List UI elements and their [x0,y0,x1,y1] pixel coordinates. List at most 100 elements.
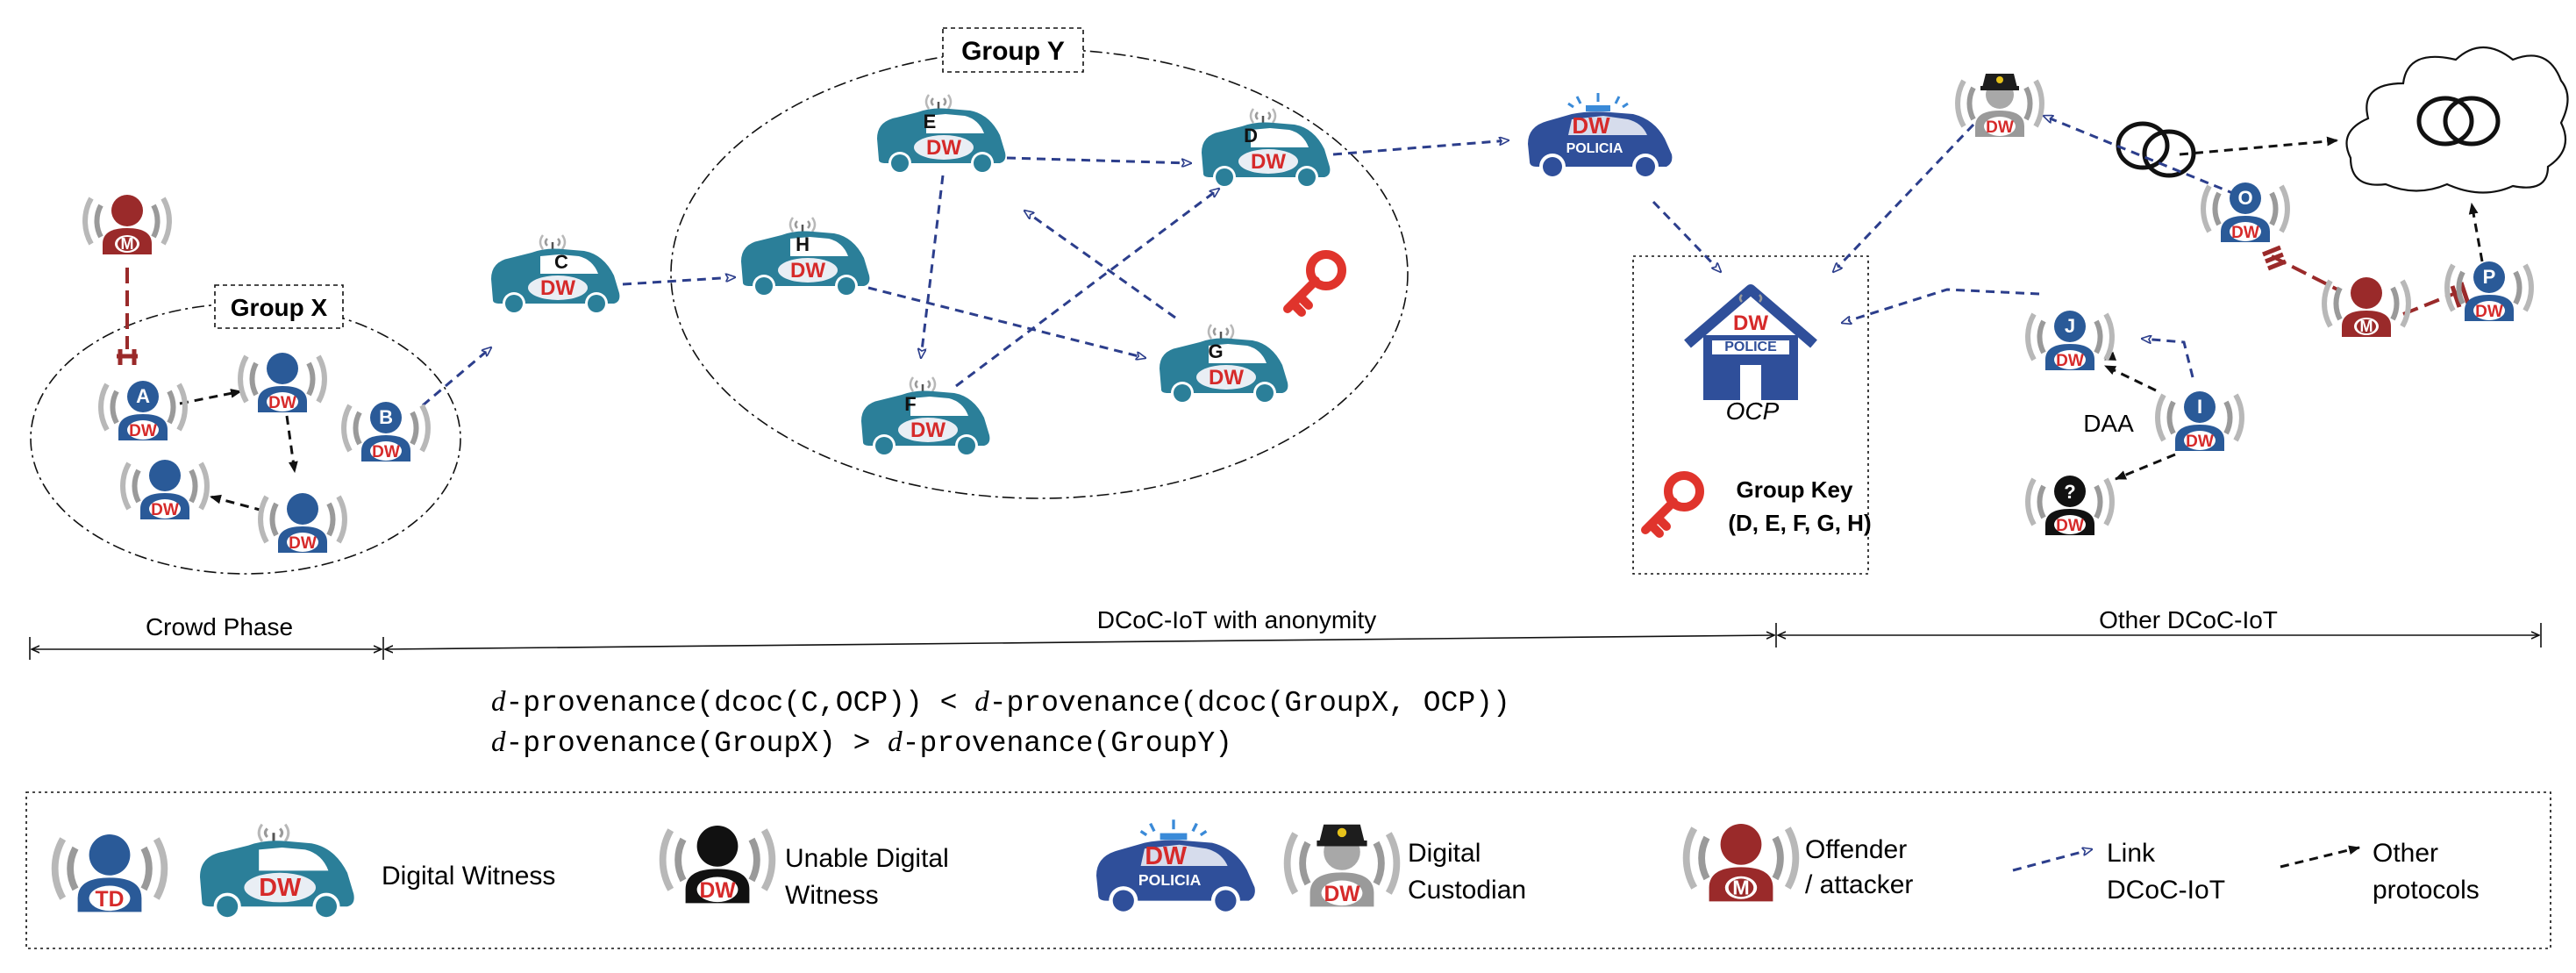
node-label-e: E [924,111,937,132]
dw-badge: DW [1572,112,1610,139]
node-label-f: F [904,393,916,415]
legend-custodian-2: Custodian [1408,876,1526,905]
node-label-j: J [2065,315,2075,337]
witness-a[interactable]: A DW [101,381,185,440]
node-label-m: M [121,235,134,253]
police-house-icon[interactable]: DW POLICE [1688,290,1814,400]
j-i-link [2142,339,2194,378]
offender-m[interactable]: M [85,195,169,254]
dw-badge: DW [2186,433,2214,451]
cloud [2345,47,2569,194]
phase-label-other: Other DCoC-IoT [2099,606,2278,633]
offender-right[interactable]: M [2324,277,2408,337]
node-label-g: G [1208,340,1223,362]
legend-offender-1: Offender [1805,835,1907,864]
legend-unable-icon: DW [663,826,773,903]
legend-custodian-icon: DW [1288,825,1397,907]
legend-offender-2: / attacker [1805,870,1913,899]
witness-unlabeled-2[interactable]: DW [123,460,207,519]
witness-unlabeled-3[interactable]: DW [260,493,345,553]
unable-witness[interactable]: ? DW [2028,476,2112,535]
node-label-b: B [379,406,393,428]
car-f[interactable]: F DW [860,376,991,459]
group-y-label: Group Y [961,37,1065,66]
dw-badge: DW [540,276,575,300]
dw-badge: DW [1209,366,1244,390]
witness-i[interactable]: I DW [2158,391,2242,451]
legend-other-1: Other [2373,839,2438,868]
legend-unable-1: Unable Digital [785,844,949,873]
other-links [179,136,2484,512]
ocp-region [1632,255,1869,575]
legend-box [25,791,2551,949]
cloud-rings-icon [2416,96,2501,147]
dw-badge: DW [1251,150,1286,174]
group-x-label-box [214,284,344,329]
node-label-i: I [2197,396,2202,418]
svg-text:DW: DW [1145,842,1187,870]
phase-label-crowd: Crowd Phase [146,613,293,640]
node-label-p: P [2483,266,2496,288]
custodian-top[interactable]: DW [1958,74,2042,137]
witness-p[interactable]: P DW [2447,261,2531,321]
key-icon [1288,254,1342,312]
legend-link-1: Link [2107,839,2156,868]
witness-j[interactable]: J DW [2028,311,2112,370]
phase-axis [29,623,2542,660]
legend-link-2: DCoC-IoT [2107,876,2225,905]
group-x-label: Group X [231,294,328,321]
node-label-a: A [136,385,150,407]
dw-badge: DW [926,136,961,160]
legend-police-car-icon: DW POLICIA [1095,818,1257,917]
svg-text:M: M [1732,876,1750,899]
dw-badge: DW [268,394,296,412]
dw-badge: DW [372,443,400,461]
witness-o[interactable]: O DW [2203,182,2287,242]
group-key-members: (D, E, F, G, H) [1728,510,1871,536]
legend-unable-2: Witness [785,881,879,910]
ocp-label: OCP [1726,397,1780,425]
dw-badge: DW [2056,517,2084,535]
node-label-h: H [796,233,810,255]
group-y-region [670,48,1409,499]
dw-badge: DW [129,422,157,440]
legend-custodian-1: Digital [1408,839,1481,868]
attack-plug-icons [117,245,2471,365]
car-g[interactable]: G DW [1158,323,1289,406]
car-h[interactable]: H DW [739,216,871,299]
witness-unlabeled-1[interactable]: DW [240,353,325,412]
legend-offender-icon: M [1687,824,1796,901]
rings-icon [2116,121,2196,178]
svg-text:DW: DW [259,874,302,902]
svg-text:DW: DW [1324,883,1360,906]
group-key-title: Group Key [1737,476,1853,503]
node-label-d: D [1244,125,1258,147]
svg-text:DW: DW [699,879,736,903]
car-e[interactable]: E DW [875,93,1007,176]
dw-badge: DW [790,259,825,283]
formula-line-1: d-provenance(dcoc(C,OCP)) < d-provenance… [491,686,1510,719]
legend-td-icon: TD [55,834,165,912]
legend-other-2: protocols [2373,876,2480,905]
dw-badge: DW [2231,224,2259,242]
dw-badge: DW [151,501,179,519]
police-badge: POLICE [1724,340,1777,354]
legend-car-icon: DW [198,823,356,922]
dcoc-links [422,114,2251,407]
police-car[interactable]: DW POLICIA [1526,91,1673,182]
group-y-label-box [942,27,1084,73]
phase-label-anonymity: DCoC-IoT with anonymity [1097,606,1376,633]
daa-label: DAA [2083,410,2134,437]
legend-other-arrow [2280,845,2361,869]
car-d[interactable]: D DW [1200,107,1331,190]
group-key-icon [1645,476,1700,533]
legend-link-arrow [2012,849,2092,872]
car-c[interactable]: C DW [489,233,621,317]
dw-badge: DW [289,534,317,553]
node-label-unknown: ? [2064,481,2075,503]
svg-text:TD: TD [96,888,125,912]
witness-b[interactable]: B DW [344,402,428,461]
legend-digital-witness: Digital Witness [382,862,555,891]
dw-badge: DW [1733,311,1768,335]
node-label-c: C [554,251,568,273]
